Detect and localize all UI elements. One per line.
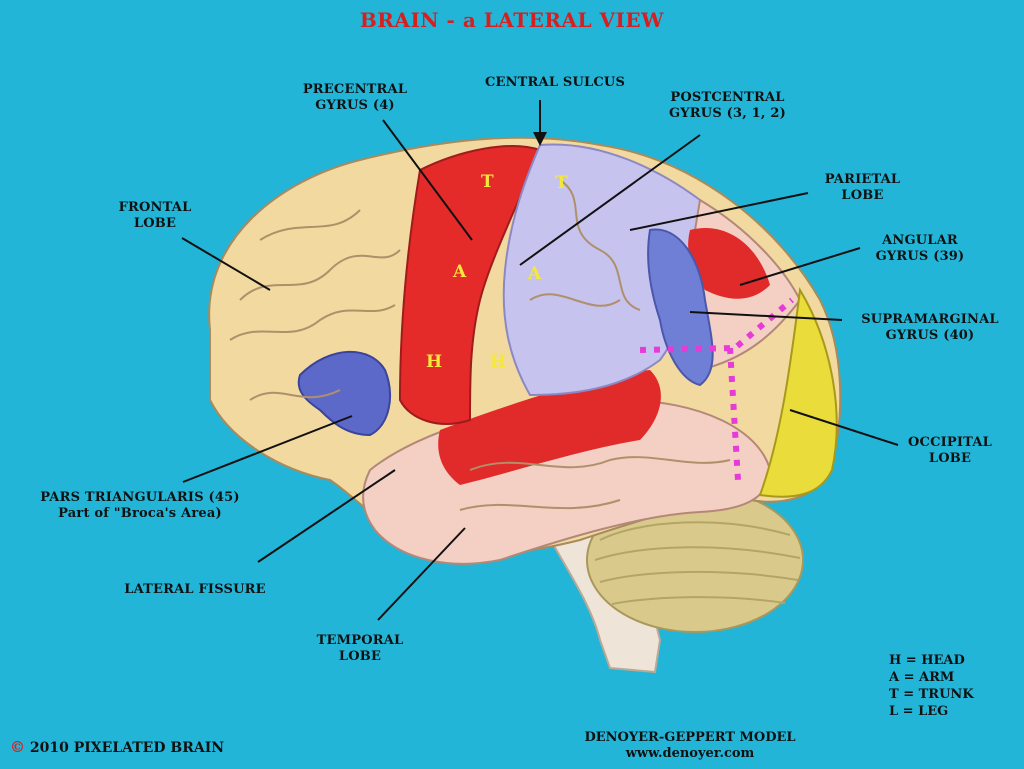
diagram-title: BRAIN - a LATERAL VIEW: [359, 8, 665, 32]
mark-arm: A: [528, 264, 542, 284]
copyright-text: 2010 PIXELATED BRAIN: [29, 740, 225, 756]
temporal-red-band: [438, 370, 661, 485]
leader-lines: [181, 100, 899, 621]
model-name: DENOYER-GEPPERT MODEL: [584, 730, 796, 745]
legend-item: H = HEAD: [889, 653, 965, 668]
legend-item: A = ARM: [889, 670, 955, 685]
mark-trunk: T: [555, 173, 568, 193]
postcentral-region: [502, 143, 702, 397]
label-temporal-lobe: TEMPORAL LOBE: [316, 633, 404, 664]
legend: H = HEAD A = ARM T = TRUNK L = LEG: [889, 652, 974, 720]
label-occipital-lobe: OCCIPITAL LOBE: [908, 435, 992, 466]
legend-item: T = TRUNK: [889, 687, 974, 702]
occipital-region: [758, 286, 838, 498]
label-central-sulcus: CENTRAL SULCUS: [484, 75, 626, 90]
legend-item: L = LEG: [889, 704, 949, 719]
mark-head: H: [490, 352, 507, 372]
mark-head: H: [426, 352, 443, 372]
copyright-notice: © 2010 PIXELATED BRAIN: [10, 738, 224, 756]
label-precentral-gyrus: PRECENTRAL GYRUS (4): [302, 82, 408, 113]
label-angular-gyrus: ANGULAR GYRUS (39): [875, 233, 965, 264]
label-postcentral-gyrus: POSTCENTRAL GYRUS (3, 1, 2): [669, 90, 786, 121]
broca-region: [297, 350, 391, 437]
label-lateral-fissure: LATERAL FISSURE: [124, 582, 266, 597]
mark-trunk: T: [481, 172, 494, 192]
model-credit: DENOYER-GEPPERT MODEL www.denoyer.com: [540, 730, 840, 762]
label-supramarginal-gyrus: SUPRAMARGINAL GYRUS (40): [861, 312, 999, 343]
central-sulcus-arrowhead: [533, 132, 547, 146]
mark-arm: A: [453, 262, 467, 282]
copyright-icon: ©: [10, 738, 25, 756]
label-frontal-lobe: FRONTAL LOBE: [118, 200, 192, 231]
label-parietal-lobe: PARIETAL LOBE: [824, 172, 901, 203]
label-pars-triangularis: PARS TRIANGULARIS (45) Part of "Broca's …: [40, 490, 240, 521]
model-url: www.denoyer.com: [625, 746, 755, 761]
precentral-region: [398, 145, 542, 425]
